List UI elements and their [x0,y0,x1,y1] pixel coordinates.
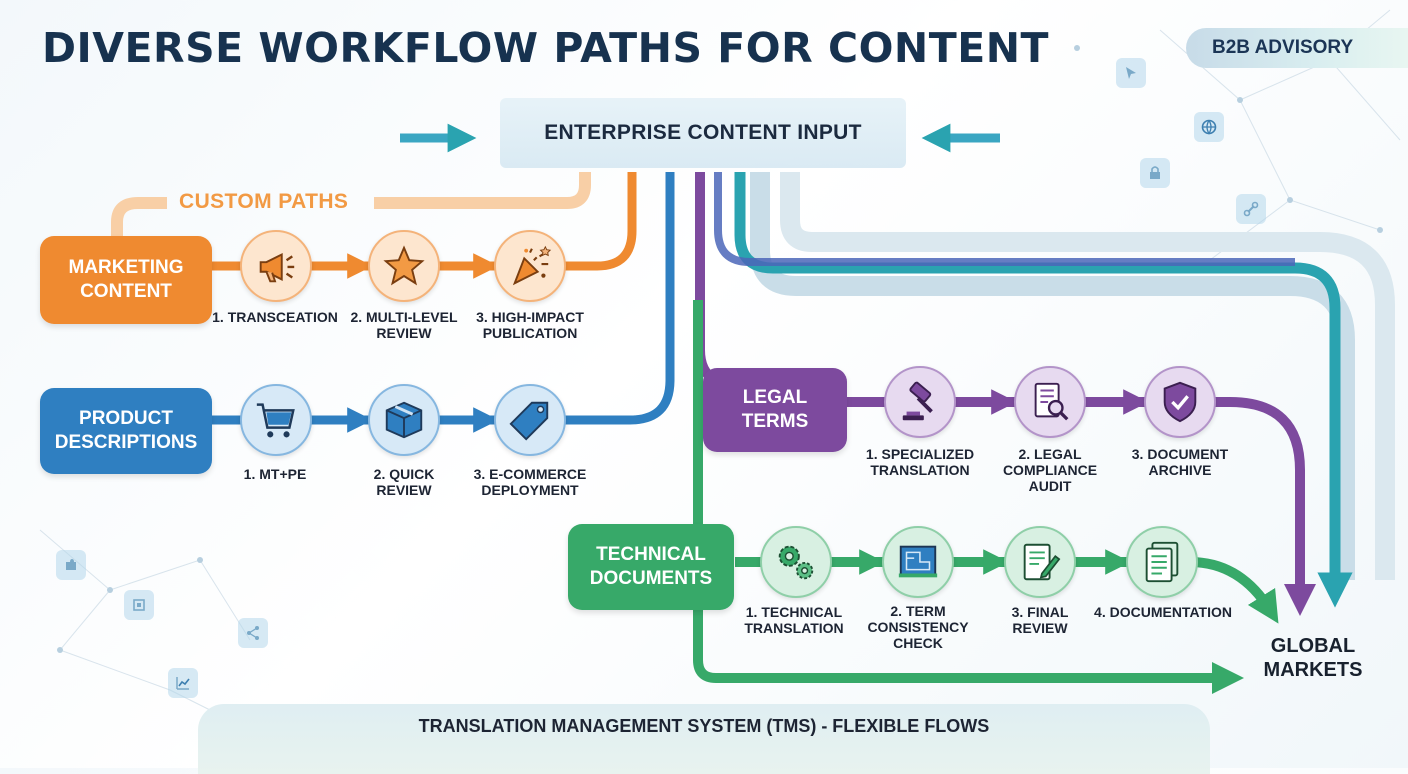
link-icon [1236,194,1266,224]
product-step-2-label: 2. QUICK REVIEW [373,466,435,499]
globe-icon [1194,112,1224,142]
step-arrows [316,253,1149,575]
product-step-3-label: 3. E-COMMERCE DEPLOYMENT [473,466,587,499]
technical-step-4-label: 4. DOCUMENTATION [1094,604,1232,620]
party-popper-icon [494,230,566,302]
tag-icon [494,384,566,456]
shield-check-icon [1144,366,1216,438]
technical-flow [693,300,1245,695]
custom-paths-bracket [111,172,591,236]
star-icon [368,230,440,302]
technical-step-3-label: 3. FINAL REVIEW [1011,604,1069,637]
product-descriptions-box: PRODUCT DESCRIPTIONS [40,388,212,474]
custom-paths-label: CUSTOM PATHS [179,190,349,213]
marketing-step-3-label: 3. HIGH-IMPACT PUBLICATION [476,309,584,342]
edit-document-icon [1004,526,1076,598]
chip-icon [124,590,154,620]
product-step-1-label: 1. MT+PE [243,466,307,482]
chart-icon [168,668,198,698]
technical-step-2-label: 2. TERM CONSISTENCY CHECK [867,603,969,652]
marketing-step-2-label: 2. MULTI-LEVEL REVIEW [350,309,458,342]
lock-icon [1140,158,1170,188]
legal-terms-box: LEGAL TERMS [703,368,847,452]
global-markets-label: GLOBAL MARKETS [1263,635,1363,681]
page-title: DIVERSE WORKFLOW PATHS FOR CONTENT [42,24,1049,72]
cursor-icon [1116,58,1146,88]
enterprise-content-input: ENTERPRISE CONTENT INPUT [500,98,906,168]
pale-band-outer [780,172,1395,580]
teal-flow [734,172,1353,608]
puzzle-icon [56,550,86,580]
gears-icon [760,526,832,598]
shopping-cart-icon [240,384,312,456]
technical-documents-box: TECHNICAL DOCUMENTS [568,524,734,610]
tms-footer-bar: TRANSLATION MANAGEMENT SYSTEM (TMS) - FL… [198,704,1210,774]
box-icon [368,384,440,456]
megaphone-icon [240,230,312,302]
share-icon [238,618,268,648]
b2b-advisory-badge: B2B ADVISORY [1186,28,1408,68]
indigo-flow [714,172,1295,266]
document-search-icon [1014,366,1086,438]
legal-step-1-label: 1. SPECIALIZED TRANSLATION [865,446,975,479]
marketing-content-box: MARKETING CONTENT [40,236,212,324]
product-flow [212,172,675,425]
legal-step-2-label: 2. LEGAL COMPLIANCE AUDIT [1002,446,1098,495]
marketing-step-1-label: 1. TRANSCEATION [212,309,338,325]
legal-step-3-label: 3. DOCUMENT ARCHIVE [1131,446,1229,479]
marketing-flow [210,172,637,271]
technical-step-1-label: 1. TECHNICAL TRANSLATION [744,604,844,637]
gavel-icon [884,366,956,438]
blueprint-icon [882,526,954,598]
documents-icon [1126,526,1198,598]
